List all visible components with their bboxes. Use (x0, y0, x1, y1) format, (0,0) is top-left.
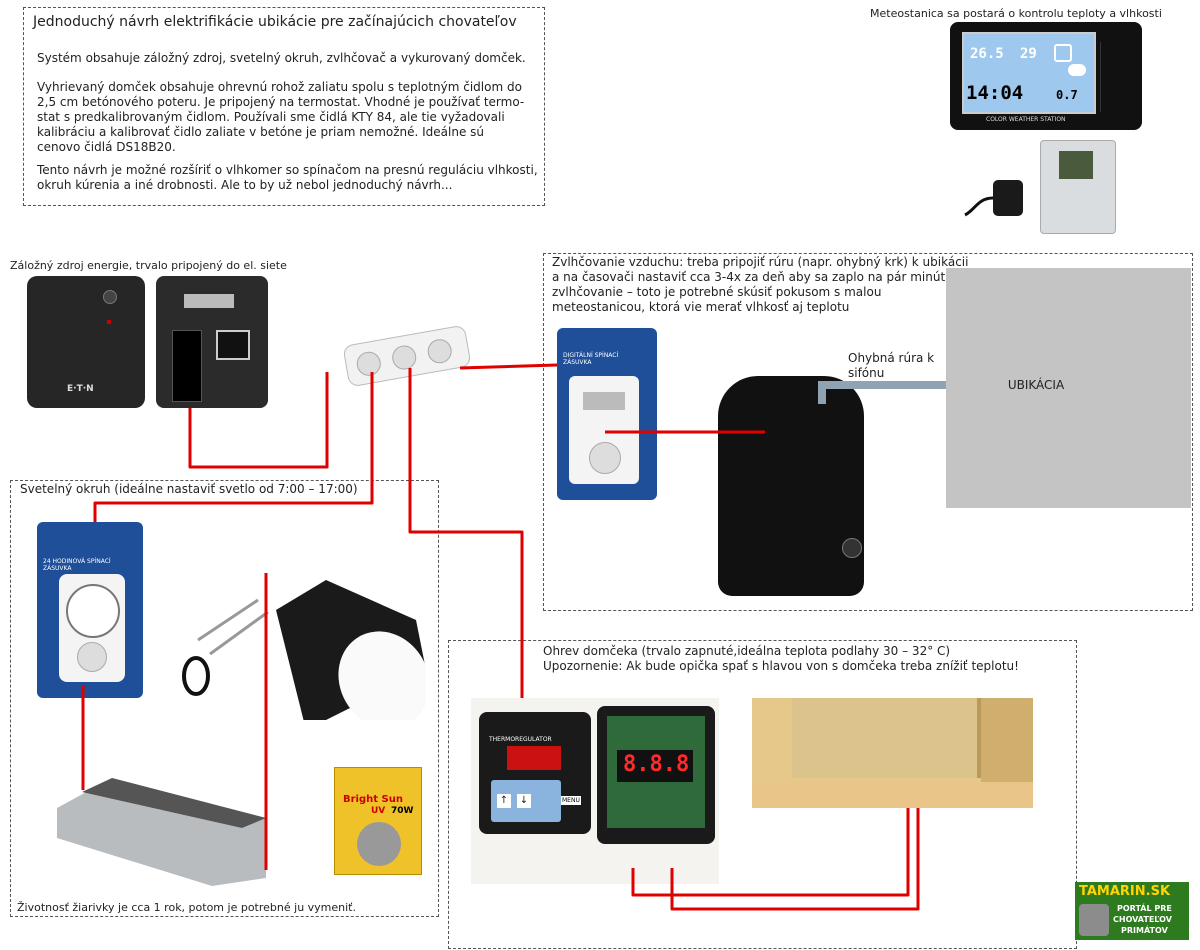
ups-back (156, 276, 268, 408)
intro-title: Jednoduchý návrh elektrifikácie ubikácie… (33, 14, 517, 30)
power-adapter (993, 180, 1023, 216)
weather-station: 26.5 29 14:04 0.7 COLOR WEATHER STATION (950, 22, 1142, 130)
heated-house-photo (752, 698, 1033, 808)
intro-p1: Systém obsahuje záložný zdroj, svetelný … (37, 51, 526, 65)
weather-small: 0.7 (1056, 88, 1078, 102)
ups-outlets (172, 330, 202, 402)
humidifier-caption: Zvlhčovanie vzduchu: treba pripojiť rúru… (552, 255, 968, 315)
arrow-up-icon: ↑ (497, 794, 511, 808)
intro-p3-line: okruh kúrenia a iné drobnosti. Ale to by… (37, 178, 453, 192)
timer-pkg-text: DIGITÁLNÍ SPÍNACÍ ZÁSUVKA (563, 352, 619, 366)
tube-label-line: sifónu (848, 366, 885, 380)
bulb-icon (357, 822, 401, 866)
digital-timer (569, 376, 639, 484)
weather-side-buttons (1100, 42, 1135, 112)
intro-box (23, 7, 545, 206)
outdoor-sensor (1040, 140, 1116, 234)
cloud-icon (1068, 64, 1086, 76)
humidifier-caption-line: Zvlhčovanie vzduchu: treba pripojiť rúru… (552, 255, 969, 269)
light-footer-note: Životnosť žiarivky je cca 1 rok, potom j… (17, 901, 356, 914)
thermoregulator-photo: THERMOREGULATOR ↑ ↓ MENU 8.8.8 (471, 698, 719, 884)
intro-p2-line: 2,5 cm betónového poteru. Je pripojený n… (37, 95, 525, 109)
led-display: 8.8.8 (617, 750, 693, 782)
sensor-screen (1059, 151, 1093, 179)
heating-box (448, 640, 1077, 949)
ballast-shape (57, 778, 266, 886)
intro-p2-line: cenovo čidlá DS18B20. (37, 140, 176, 154)
heating-caption-line: Ohrev domčeka (trvalo zapnuté,ideálna te… (543, 644, 951, 658)
intro-p3-line: Tento návrh je možné rozšíriť o vlhkomer… (37, 163, 538, 177)
weather-caption: Meteostanica sa postará o kontrolu teplo… (870, 7, 1162, 20)
logo-line1: PORTÁL PRE (1117, 904, 1172, 913)
thermo-display-window (507, 746, 561, 770)
heating-caption: Ohrev domčeka (trvalo zapnuté,ideálna te… (543, 644, 1019, 674)
weather-footer: COLOR WEATHER STATION (986, 116, 1066, 123)
strip-socket (390, 343, 419, 372)
ups-power-button (103, 290, 117, 304)
analog-pkg-text: 24 HODINOVÁ SPÍNACÍ ZÁSUVKA (43, 558, 111, 572)
timer-dial (66, 584, 120, 638)
strip-socket (354, 349, 383, 378)
logo-line3: PRIMÁTOV (1121, 926, 1168, 935)
logo-line2: CHOVATEĽOV (1113, 915, 1172, 924)
intro-p3: Tento návrh je možné rozšíriť o vlhkomer… (37, 163, 538, 193)
thermo-keypad: ↑ ↓ (491, 780, 561, 822)
weather-temp: 26.5 (970, 46, 1004, 62)
controller-board: 8.8.8 (597, 706, 715, 844)
bulb-box-watt: 70W (391, 806, 414, 816)
heating-caption-line: Upozornenie: Ak bude opička spať s hlavo… (543, 659, 1019, 673)
ups-brand: E·T·N (67, 384, 94, 394)
timer-socket (77, 642, 107, 672)
timer-lcd (583, 392, 625, 410)
humidifier-caption-line: a na časovači nastaviť cca 3-4x za deň a… (552, 270, 946, 284)
ups-inlet (216, 330, 250, 360)
led-digits: 8.8.8 (623, 752, 690, 777)
enclosure: UBIKÁCIA (946, 268, 1191, 508)
thermo-menu-label: MENU (561, 796, 581, 805)
ups-led (107, 320, 111, 324)
lamp-reflector (266, 560, 426, 720)
pcb: 8.8.8 (607, 716, 705, 828)
floor (752, 782, 1033, 808)
enclosure-label: UBIKÁCIA (1007, 378, 1065, 392)
bulb-box: Bright Sun UV 70W (334, 767, 422, 875)
logo-name: TAMARIN.SK (1079, 884, 1171, 899)
tube-label: Ohybná rúra k sifónu (848, 351, 934, 381)
intro-p2-line: stat s predkalibrovaným čidlom. Používal… (37, 110, 505, 124)
strip-socket (425, 337, 454, 366)
digital-timer-package: DIGITÁLNÍ SPÍNACÍ ZÁSUVKA (557, 328, 657, 500)
weather-clock: 14:04 (966, 82, 1024, 104)
tube-label-line: Ohybná rúra k (848, 351, 935, 365)
tamarin-logo[interactable]: TAMARIN.SK PORTÁL PRE CHOVATEĽOV PRIMÁTO… (1075, 882, 1189, 940)
humidifier-caption-line: zvlhčovanie – toto je potrebné skúsiť po… (552, 285, 882, 299)
osb-side (981, 698, 1033, 782)
analog-timer-package: 24 HODINOVÁ SPÍNACÍ ZÁSUVKA (37, 522, 143, 698)
thermo-label: THERMOREGULATOR (489, 736, 552, 743)
intro-p2-line: Vyhrievaný domček obsahuje ohrevnú rohož… (37, 80, 522, 94)
thermoregulator: THERMOREGULATOR ↑ ↓ MENU (479, 712, 591, 834)
weather-screen: 26.5 29 14:04 0.7 (962, 32, 1096, 114)
bulb-box-type: UV (371, 806, 386, 816)
timer-socket (589, 442, 621, 474)
analog-timer (59, 574, 125, 682)
power-strip (342, 324, 472, 388)
ups-network-ports (184, 294, 234, 308)
lamp-shape (276, 580, 426, 720)
logo-monkey-icon (1079, 904, 1109, 936)
intro-p2-line: kalibráciu a kalibrovať čidlo zaliate v … (37, 125, 485, 139)
humidifier-box (543, 253, 1193, 611)
sun-icon (1054, 44, 1072, 62)
humidifier-knob (842, 538, 862, 558)
ups-front: E·T·N (27, 276, 145, 408)
light-caption: Svetelný okruh (ideálne nastaviť svetlo … (20, 482, 358, 496)
humidifier-caption-line: meteostanicou, ktorá vie merať vlhkosť a… (552, 300, 850, 314)
ballast (52, 778, 266, 886)
intro-p2: Vyhrievaný domček obsahuje ohrevnú rohož… (37, 80, 524, 155)
weather-hum: 29 (1020, 46, 1037, 62)
arrow-down-icon: ↓ (517, 794, 531, 808)
bulb-box-brand: Bright Sun (343, 794, 403, 805)
humidifier (718, 376, 864, 596)
ups-caption: Záložný zdroj energie, trvalo pripojený … (10, 259, 287, 272)
osb-wall (792, 698, 981, 778)
